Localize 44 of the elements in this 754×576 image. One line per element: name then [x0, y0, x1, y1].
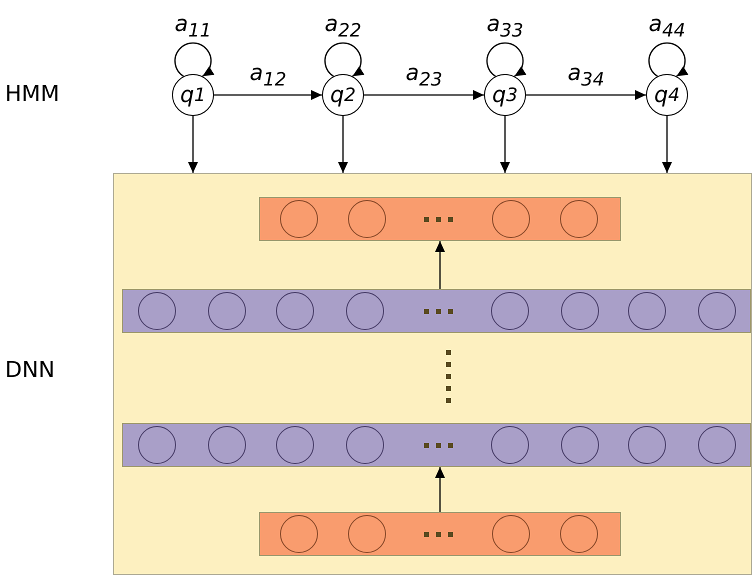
arrow: [174, 42, 214, 77]
arrow: [486, 42, 526, 77]
arrow: [526, 90, 646, 100]
neuron-circle: [560, 515, 598, 553]
neural-layer: [259, 512, 621, 556]
arrow: [648, 42, 688, 77]
layer-label: HMM: [5, 82, 60, 107]
neuron-circle: [138, 426, 176, 464]
neuron-circle: [491, 426, 529, 464]
arrow: [500, 116, 510, 173]
arrow: [188, 116, 198, 173]
arrow: [435, 241, 445, 289]
neural-layer: [259, 197, 621, 241]
arrow: [662, 116, 672, 173]
neuron-circle: [276, 426, 314, 464]
neuron-circle: [348, 200, 386, 238]
neural-layer: [122, 289, 751, 333]
arrow: [324, 42, 364, 77]
neuron-circle: [280, 200, 318, 238]
arrow: [214, 90, 322, 100]
neuron-circle: [208, 292, 246, 330]
neuron-circle: [276, 292, 314, 330]
neuron-circle: [561, 292, 599, 330]
layer-label: DNN: [5, 358, 55, 383]
arrow: [364, 90, 484, 100]
neuron-circle: [280, 515, 318, 553]
neuron-circle: [698, 292, 736, 330]
neuron-circle: [492, 200, 530, 238]
neuron-circle: [348, 515, 386, 553]
neuron-circle: [561, 426, 599, 464]
neuron-circle: [698, 426, 736, 464]
neuron-circle: [346, 426, 384, 464]
neuron-circle: [560, 200, 598, 238]
neuron-circle: [208, 426, 246, 464]
neuron-circle: [346, 292, 384, 330]
neuron-circle: [628, 426, 666, 464]
neural-layer: [122, 423, 751, 467]
neuron-circle: [628, 292, 666, 330]
arrow: [435, 467, 445, 512]
arrow: [338, 116, 348, 173]
panel-background: [113, 173, 752, 575]
neuron-circle: [491, 292, 529, 330]
neuron-circle: [138, 292, 176, 330]
neuron-circle: [492, 515, 530, 553]
